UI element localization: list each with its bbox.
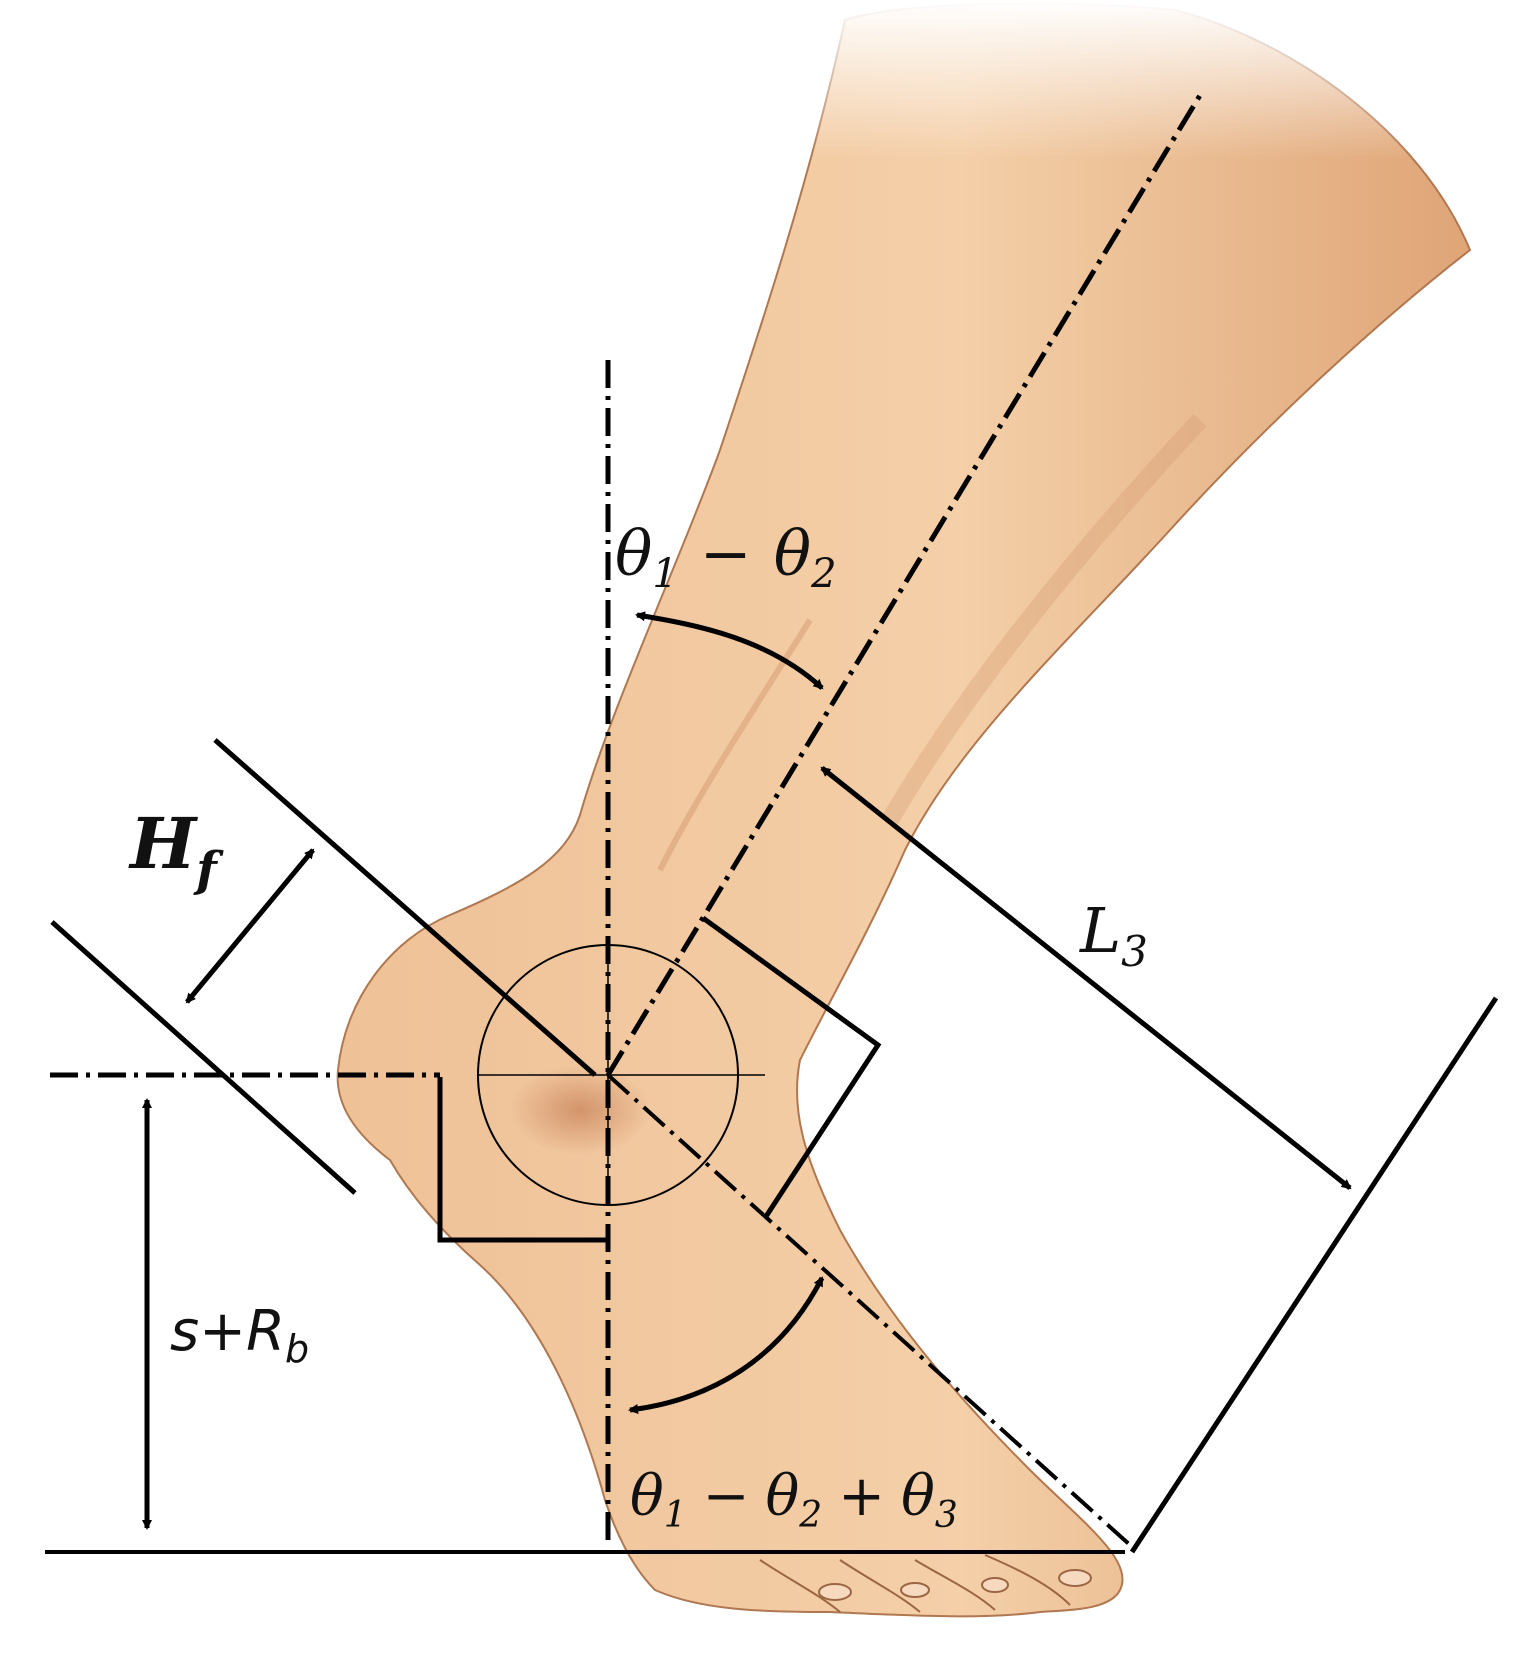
theta-bottom-label: θ1−θ2+θ3 [630,1464,958,1536]
hf-lower-line [50,920,357,1195]
srb-label: s+Rb [170,1299,309,1371]
theta-bottom-arrow [628,1276,825,1414]
ankle-bone-shading [510,1065,650,1155]
geometry-lines [50,738,1499,1554]
l3-arrow [820,766,1352,1190]
hf-upper-line [213,738,597,1077]
toes [759,1554,1092,1613]
toe-line [914,1559,996,1611]
dimension-arrows [142,611,1352,1530]
toe-line [759,1559,841,1613]
toe-line [839,1559,921,1613]
toenail [818,1583,852,1601]
hf-label: Hf [128,802,224,898]
reference-lines [45,90,1205,1554]
heel-bracket [437,1077,608,1243]
l3-perpendicular-line [1129,996,1499,1554]
toe-line [984,1554,1071,1606]
l3-label: L3 [1079,894,1148,976]
foot-axis-line [606,1073,1132,1547]
hf-arrow [185,848,315,1004]
top-fade [780,0,1520,160]
labels: θ1−θ2 Hf L3 s+Rb θ1−θ2+θ3 [128,517,1148,1536]
theta-top-arrow [635,611,824,690]
toenail [900,1582,930,1598]
toenail [981,1577,1009,1593]
theta-top-label: θ1−θ2 [615,517,837,597]
toenail [1058,1569,1092,1587]
foot-illustration [336,0,1520,1618]
